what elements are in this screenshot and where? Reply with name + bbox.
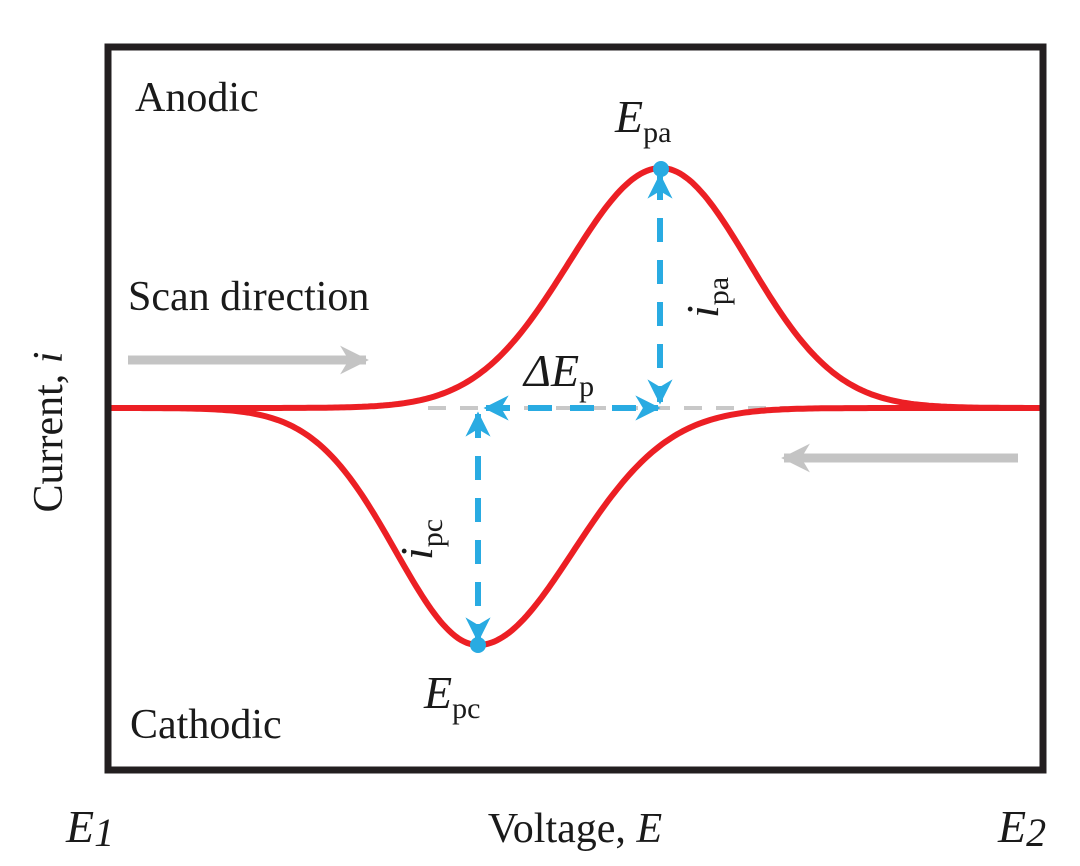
e2-label: E2: [997, 801, 1046, 855]
cathodic-label: Cathodic: [130, 702, 282, 748]
epa-label: Epa: [614, 91, 671, 149]
y-axis-label: Current, i: [26, 352, 72, 513]
epa-peak-marker: [653, 161, 669, 177]
e1-label: E1: [65, 801, 114, 855]
epc-label: Epc: [423, 667, 480, 725]
anodic-label: Anodic: [135, 75, 259, 121]
anodic-curve: [110, 164, 1040, 411]
scan-direction-label: Scan direction: [128, 274, 369, 320]
delta-ep-label: ΔEp: [522, 345, 594, 403]
epc-peak-marker: [470, 637, 486, 653]
ipa-label: ipa: [677, 277, 735, 318]
x-axis-label: Voltage, E: [488, 806, 662, 852]
cathodic-curve: [110, 405, 1040, 649]
ipc-label: ipc: [391, 519, 449, 560]
plot-frame: [104, 43, 1047, 774]
